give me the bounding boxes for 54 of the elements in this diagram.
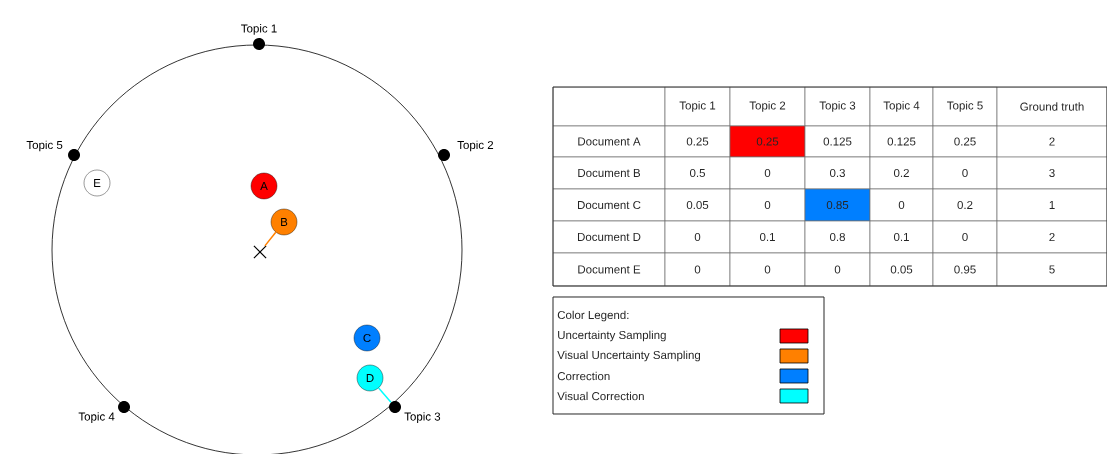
table-cell: Topic 5 [932,86,998,127]
table-cell: 0.85 [804,188,871,222]
topic-label: Topic 2 [457,140,494,152]
table-cell: 0.05 [664,188,731,222]
table-cell: 0.8 [804,220,871,254]
table-cell: 0 [932,156,998,190]
topic-label: Topic 5 [26,140,63,152]
table-cell: 0.95 [932,252,998,287]
legend-label: Visual Uncertainty Sampling [557,350,701,362]
legend-title: Color Legend: [557,310,629,322]
table-cell: 0 [664,220,731,254]
cross-mark [253,245,267,259]
table-cell: 0.25 [729,125,806,158]
table-cell: Document B [552,156,666,190]
table-cell: 0 [729,156,806,190]
table-cell: 0 [869,188,934,222]
connector-line [377,387,392,404]
table-cell: Topic 3 [804,86,871,127]
table-cell: 0.25 [932,125,998,158]
legend-label: Uncertainty Sampling [558,330,666,342]
table-cell: 0 [804,252,871,287]
table-cell: Topic 4 [869,86,934,127]
table-cell: 0.05 [869,252,934,287]
table-cell: 2 [996,125,1107,158]
table-cell: 0.1 [729,220,806,254]
table-cell: 1 [996,188,1107,222]
table-cell: Ground truth [996,86,1107,127]
table-cell: Document C [552,188,666,222]
table-cell: 0 [729,188,806,222]
table-cell: Document E [552,252,666,287]
table-cell: 0.25 [664,125,731,158]
table-cell: 0.1 [869,220,934,254]
table-cell: 5 [996,252,1107,287]
table-cell: 0.5 [664,156,731,190]
table-cell: 0.2 [932,188,998,222]
table-cell: 0.125 [804,125,871,158]
table-cell: Document D [552,220,666,254]
table-cell: 0.2 [869,156,934,190]
topic-label: Topic 3 [404,412,441,423]
legend-label: Visual Correction [557,391,644,401]
table-cell: Document A [552,125,666,158]
topic-label: Topic 4 [78,412,115,423]
table-cell: Topic 2 [729,86,806,127]
topic-label: Topic 1 [241,24,277,35]
connector-line [264,231,277,247]
table-cell: 3 [996,156,1107,190]
table-cell: Topic 1 [664,86,731,127]
table-cell: 0 [932,220,998,254]
table-cell: 2 [996,220,1107,254]
table-cell: 0.125 [869,125,934,158]
table-cell: 0.3 [804,156,871,190]
table-cell: 0 [729,252,806,287]
legend-label: Correction [557,371,610,381]
table-cell: 0 [664,252,731,287]
